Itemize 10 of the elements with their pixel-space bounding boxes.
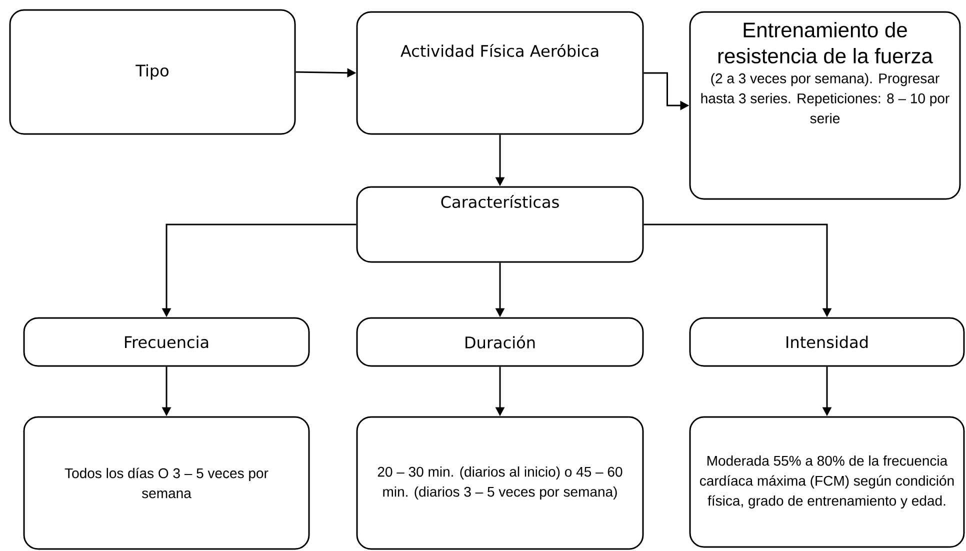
type-box: Tipo [9,9,296,135]
category-box: Frecuencia [23,317,310,367]
detail-box: Todos los días O 3 – 5 veces por semana [23,416,310,550]
detail-box: Moderada 55% a 80% de la frecuencia cardíaca máxima (FCM) según condición física, grado de entrenamiento y edad. [689,416,965,548]
process-box: Entrenamiento de resistencia de la fuerza (2 a 3 veces por semana). Progresar hasta 3 series. Repeticiones: 8 – 10 por serie [689,11,961,200]
process-box: Características [356,186,644,263]
process-box: Actividad Física Aeróbica [356,11,644,135]
detail-box: 20 – 30 min. (diarios al inicio) o 45 – 60 min. (diarios 3 – 5 veces por semana) [356,416,644,550]
category-box: Intensidad [689,317,965,367]
category-box: Duración [356,317,644,367]
